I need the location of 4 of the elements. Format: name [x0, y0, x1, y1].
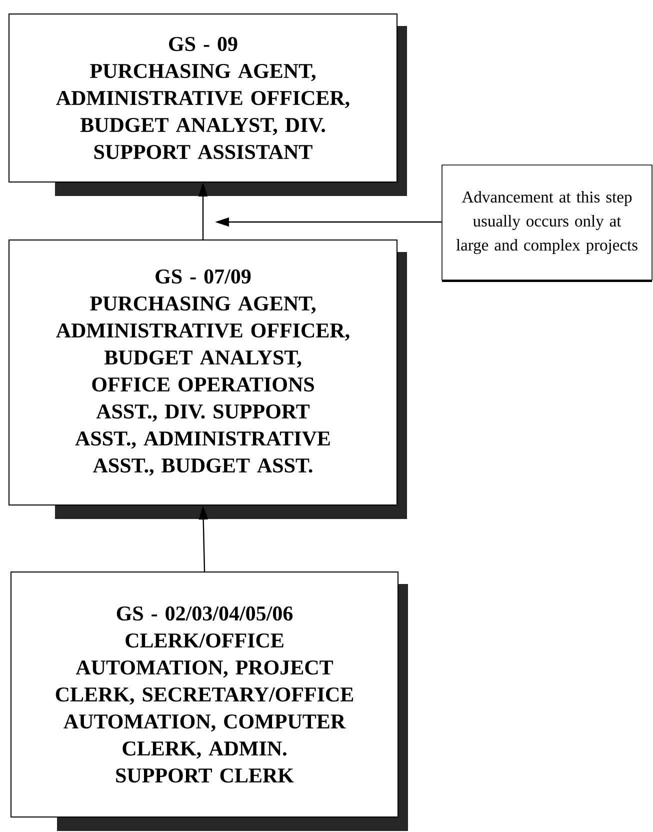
rank-box: GS - 07/09 PURCHASING AGENT, ADMINISTRATIVE OFFICER, BUDGET ANALYST, OFFICE OPERATIONS ASST., DIV. SUPPORT ASST., ADMINISTRATIVE ASST., BUDGET ASST. — [8, 240, 407, 519]
rank-box: GS - 02/03/04/05/06 CLERK/OFFICE AUTOMATION, PROJECT CLERK, SECRETARY/OFFICE AUTOMATION, COMPUTER CLERK, ADMIN. SUPPORT CLERK — [10, 572, 408, 831]
rank-box: GS - 09 PURCHASING AGENT, ADMINISTRATIVE OFFICER, BUDGET ANALYST, DIV. SUPPORT ASSISTANT — [8, 14, 407, 196]
note-box: Advancement at this step usually occurs only at large and complex projects — [442, 164, 652, 282]
